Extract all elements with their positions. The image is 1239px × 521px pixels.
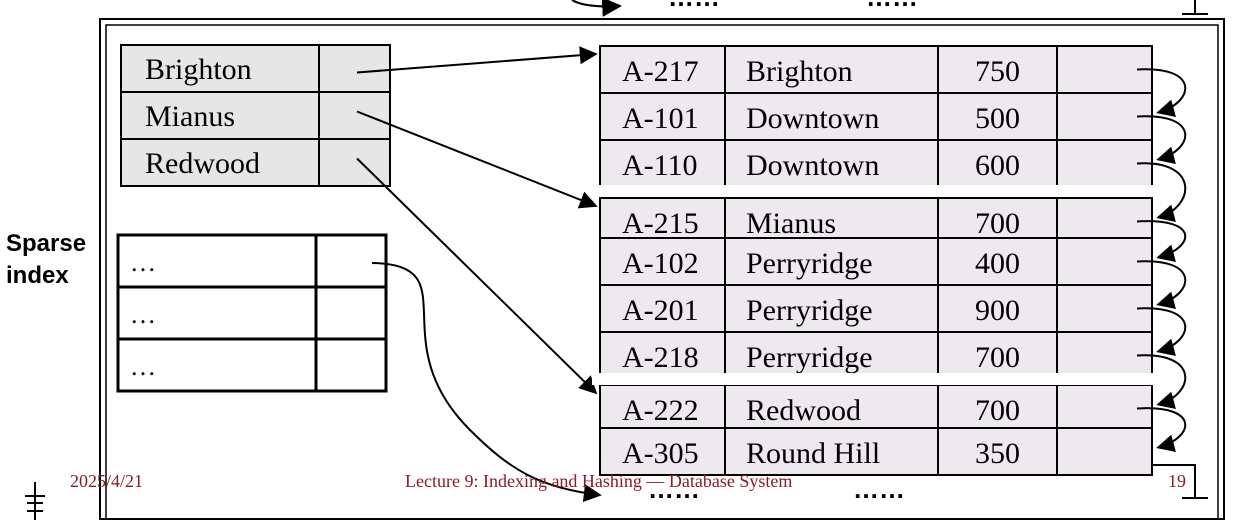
index-pointer-arrows (356, 46, 598, 395)
inner-index-row (116, 285, 388, 341)
record-branch: Redwood (746, 394, 861, 427)
ellipsis-top-2: …… (866, 0, 918, 12)
record-row: A-201 Perryridge 900 (599, 284, 1153, 333)
outer-index-key: Redwood (145, 147, 260, 180)
record-account: A-217 (622, 55, 699, 88)
ground-symbol-bottom-right (1133, 464, 1208, 499)
outer-index-key-cell (120, 91, 320, 140)
record-row: A-217 Brighton 750 (599, 45, 1153, 94)
record-chain-arrow (1136, 68, 1186, 117)
inner-index-ellipsis: … (130, 352, 156, 381)
record-row: A-110 Downtown 600 (599, 139, 1153, 188)
inner-index-row (116, 337, 388, 393)
record-balance: 700 (975, 207, 1020, 240)
index-pointer-arrow (356, 157, 598, 395)
record-balance: 700 (975, 394, 1020, 427)
record-account: A-218 (622, 341, 699, 374)
record-row: A-305 Round Hill 350 (599, 427, 1153, 476)
record-balance: 750 (975, 55, 1020, 88)
record-row-box (599, 284, 1153, 333)
footer-date: 2025/4/21 (70, 471, 143, 491)
outer-index-key: Mianus (145, 100, 235, 133)
record-branch: Brighton (746, 55, 853, 88)
record-balance: 900 (975, 294, 1020, 327)
top-continuation-arrow (571, 0, 622, 17)
ellipsis-bottom-1: …… (648, 474, 700, 504)
sparse-index-label-line1: Sparse (6, 230, 86, 257)
record-balance: 600 (975, 149, 1020, 182)
slide-frame (99, 18, 1225, 520)
ground-symbol-bottom-left (25, 482, 45, 520)
outer-index-pointer-cell (318, 91, 391, 140)
outer-index-key: Brighton (145, 53, 252, 86)
record-balance: 400 (975, 247, 1020, 280)
ground-symbol-top-right (1182, 0, 1208, 15)
record-balance: 350 (975, 437, 1020, 470)
record-chain-arrow (1136, 260, 1186, 309)
ellipsis-bottom-2: …… (853, 474, 905, 504)
record-account: A-215 (622, 207, 699, 240)
record-row: A-101 Downtown 500 (599, 92, 1153, 141)
record-branch: Downtown (746, 102, 879, 135)
record-account: A-101 (622, 102, 699, 135)
record-branch: Perryridge (746, 294, 873, 327)
sparse-index-label-line2: index (6, 262, 69, 289)
record-row-box (599, 427, 1153, 476)
record-row-box (599, 331, 1153, 380)
record-chain-arrow (1136, 354, 1187, 409)
record-chain-arrow (1136, 162, 1187, 222)
index-pointer-arrow (356, 46, 598, 74)
record-branch: Mianus (746, 207, 836, 240)
outer-index-pointer-cell (318, 138, 391, 187)
record-chain-arrow (1136, 307, 1186, 356)
index-pointer-arrow (356, 110, 598, 209)
record-chain-arrow (1136, 407, 1186, 452)
record-row-box (599, 384, 1153, 433)
record-branch: Round Hill (746, 437, 880, 470)
record-row-box (599, 92, 1153, 141)
record-balance: 500 (975, 102, 1020, 135)
inner-index-row (116, 233, 388, 289)
record-row-box (599, 237, 1153, 286)
inner-index-ellipsis: … (130, 300, 156, 329)
footer-title: Lecture 9: Indexing and Hashing — Databa… (405, 471, 792, 491)
record-account: A-201 (622, 294, 699, 327)
record-chain-arrow (1136, 220, 1186, 262)
ellipsis-top-1: …… (668, 0, 720, 12)
block-gap-1 (592, 185, 1172, 197)
inner-index-curve-arrow (371, 262, 602, 503)
record-chain-arrow (1136, 115, 1186, 164)
inner-index-block: … … … (116, 233, 388, 393)
outer-index-pointer-cell (318, 44, 391, 93)
record-balance: 700 (975, 341, 1020, 374)
record-account: A-110 (622, 149, 698, 182)
outer-index-key-cell (120, 44, 320, 93)
record-row: A-222 Redwood 700 (599, 384, 1153, 433)
record-branch: Perryridge (746, 341, 873, 374)
record-chain-arrows (1136, 68, 1187, 452)
record-account: A-222 (622, 394, 699, 427)
record-branch: Downtown (746, 149, 879, 182)
record-account: A-102 (622, 247, 699, 280)
footer-page-number: 19 (1168, 471, 1186, 491)
record-account: A-305 (622, 437, 699, 470)
inner-index-ellipsis: … (130, 248, 156, 277)
record-branch: Perryridge (746, 247, 873, 280)
record-row: A-218 Perryridge 700 (599, 331, 1153, 380)
block-gap-2 (592, 373, 1172, 385)
record-row: A-102 Perryridge 400 (599, 237, 1153, 286)
